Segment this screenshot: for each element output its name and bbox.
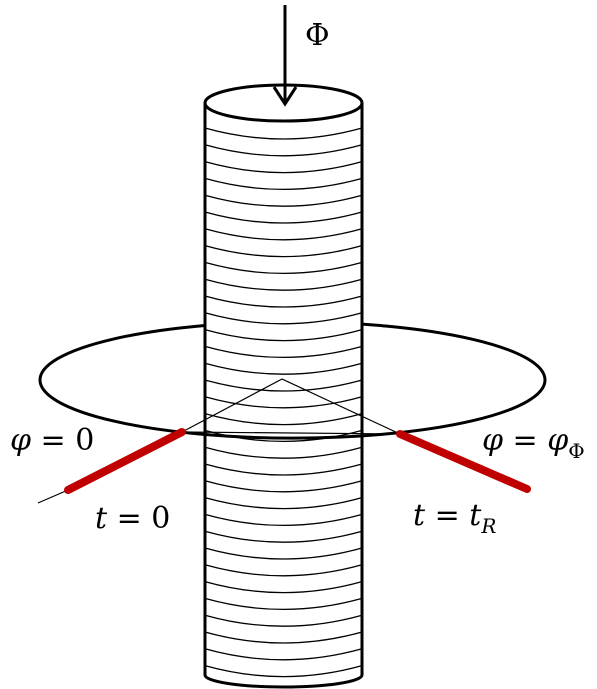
winding-arc <box>204 379 363 392</box>
right-time-label: t = tR <box>413 498 496 538</box>
winding-arc <box>204 463 363 476</box>
winding-arc <box>204 228 363 241</box>
winding-arc <box>204 295 363 308</box>
winding-arc <box>204 261 363 274</box>
cylinder-bottom-edge <box>203 674 364 689</box>
ring-front <box>38 379 547 440</box>
winding-arc <box>204 446 363 459</box>
flux-arrow-icon <box>272 5 298 107</box>
winding-arc <box>204 480 363 493</box>
winding-arc <box>204 631 363 644</box>
winding-arc <box>204 597 363 610</box>
winding-arc <box>204 564 363 577</box>
winding-arc <box>204 664 363 678</box>
winding-arc <box>204 496 363 510</box>
winding-arc <box>204 328 363 342</box>
winding-arc <box>204 160 363 174</box>
winding-arc <box>204 194 363 207</box>
solenoid-windings <box>204 127 363 678</box>
winding-arc <box>204 580 363 594</box>
winding-arc <box>204 614 363 627</box>
left-time-label: t = 0 <box>95 501 170 536</box>
winding-arc <box>204 362 363 375</box>
left-angle-label: φ = 0 <box>10 423 94 458</box>
winding-arc <box>204 412 363 426</box>
right-path-segment <box>396 430 531 493</box>
winding-arc <box>204 177 363 190</box>
winding-arc <box>204 144 363 157</box>
winding-arc <box>204 244 363 258</box>
flux-label: Φ <box>305 18 330 53</box>
winding-arc <box>204 530 363 543</box>
winding-arc <box>204 312 363 325</box>
winding-arc <box>204 648 363 661</box>
path-segments <box>64 428 531 494</box>
solenoid-cylinder <box>203 83 364 689</box>
winding-arc <box>204 513 363 526</box>
winding-arc <box>204 396 363 409</box>
left-path-segment <box>64 428 186 494</box>
winding-arc <box>204 127 363 140</box>
right-angle-label: φ = φΦ <box>482 423 585 463</box>
winding-arc <box>204 211 363 224</box>
winding-arc <box>204 547 363 560</box>
winding-arc <box>204 345 363 358</box>
path-lines <box>37 378 401 504</box>
winding-arc <box>204 278 363 291</box>
